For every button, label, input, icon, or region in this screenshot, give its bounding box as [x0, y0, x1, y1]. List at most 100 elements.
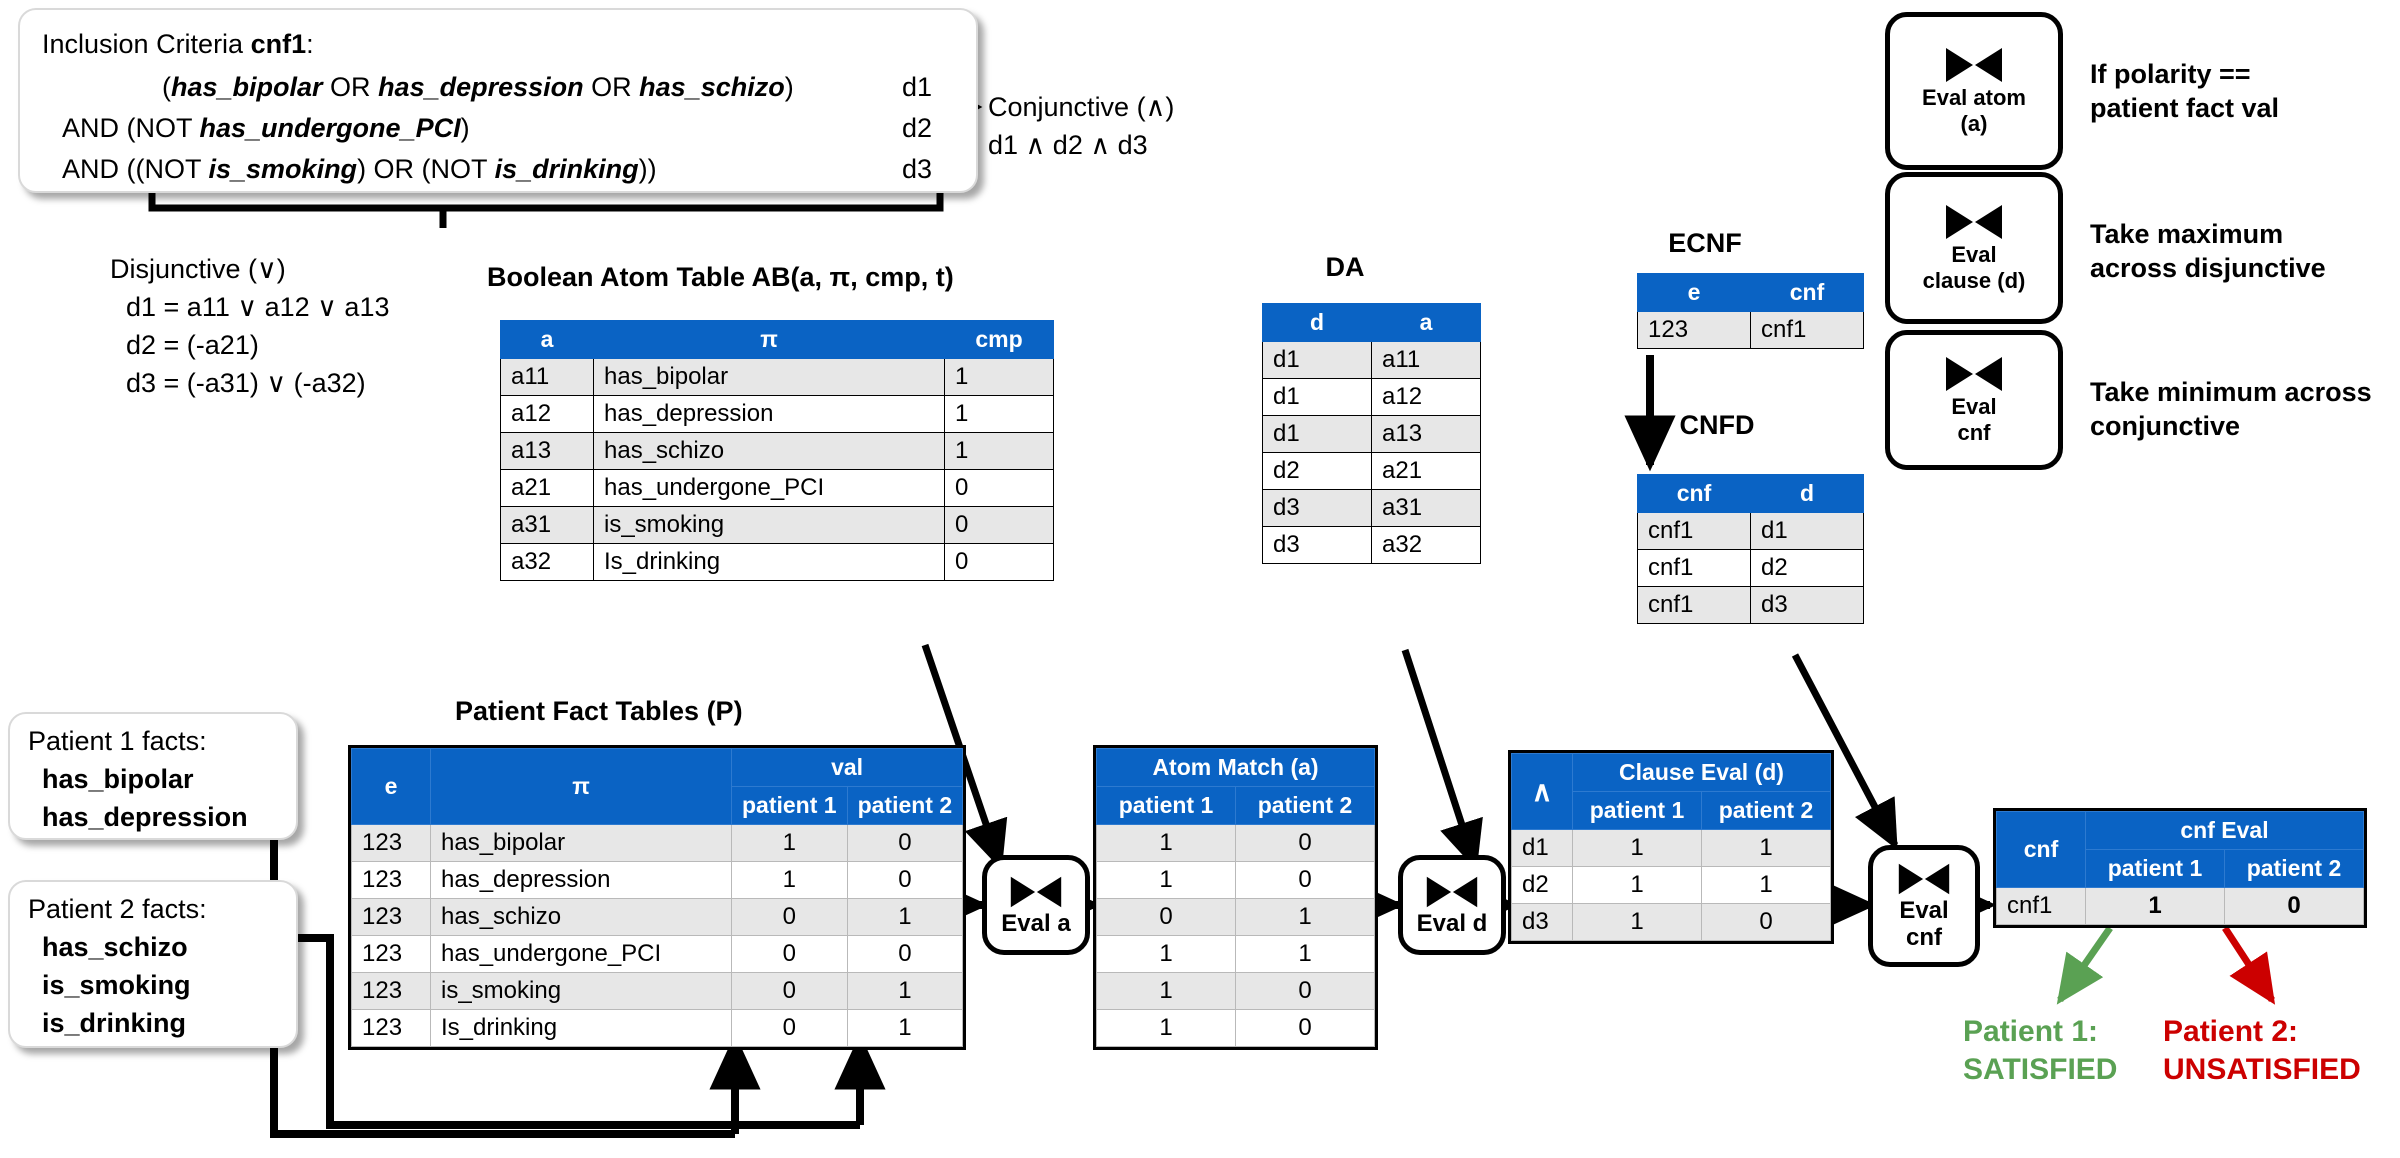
criteria-line-1: (has_bipolar OR has_depression OR has_sc…: [162, 72, 794, 102]
cell: 1: [944, 432, 1054, 470]
verdict-patient2-line1: Patient 2:: [2163, 1015, 2299, 1048]
legend-label-eval-cnf: Eval cnf: [1951, 394, 1997, 445]
cell: has_schizo: [593, 432, 945, 470]
ce-th-corner: ∧: [1511, 753, 1573, 830]
cell: d1: [1262, 378, 1372, 416]
cell: 1: [846, 1009, 964, 1047]
cell: 1: [1572, 829, 1702, 867]
cell: 1: [1096, 935, 1236, 973]
cell: 123: [351, 898, 431, 936]
cell: 0: [846, 861, 964, 899]
verdict-patient1-line2: SATISFIED: [1963, 1053, 2118, 1086]
cell: d2: [1750, 549, 1864, 587]
join-bowtie-icon: [1946, 357, 2002, 391]
eval-a-label: Eval a: [1001, 909, 1071, 937]
cell: 1: [1572, 903, 1702, 941]
cell: cnf1: [1637, 512, 1751, 550]
cell: 1: [2085, 887, 2225, 925]
disjunctive-note-line4: d3 = (-a31) ∨ (-a32): [126, 368, 366, 398]
criteria-tag-1: d1: [902, 72, 933, 102]
cn-th-corner: cnf: [1996, 811, 2086, 888]
legend-item-eval-atom: Eval atom (a): [1885, 12, 2063, 170]
join-bowtie-icon: [1010, 876, 1062, 907]
criteria-tag-2: d2: [902, 113, 933, 143]
cell: 1: [1096, 861, 1236, 899]
col-header-0: cnf: [1637, 474, 1751, 513]
conjunctive-note-line1: Conjunctive (∧): [988, 92, 1175, 122]
cell: cnf1: [1750, 311, 1864, 349]
cell: 0: [1235, 824, 1375, 862]
cell: a13: [1371, 415, 1481, 453]
pf-th-e: e: [351, 748, 431, 825]
eval-d-node[interactable]: Eval d: [1398, 855, 1506, 955]
legend-box-eval-cnf: Eval cnf: [1885, 330, 2063, 470]
join-bowtie-icon: [1426, 876, 1478, 907]
legend-item-eval-cnf: Eval cnf: [1885, 330, 2063, 470]
atom-match-header-row-2: patient 1 patient 2: [1096, 786, 1375, 825]
cell: has_schizo: [430, 898, 732, 936]
patient1-facts-callout: Patient 1 facts: has_bipolar has_depress…: [8, 712, 298, 840]
legend-label-eval-clause: Eval clause (d): [1922, 242, 2026, 293]
arrow-verdict-patient2: [2222, 926, 2276, 1005]
cell: 0: [846, 824, 964, 862]
ecnf-table-title: ECNF: [1668, 228, 1742, 258]
clause-eval-header-row-2: patient 1 patient 2: [1512, 791, 1831, 830]
cell: 0: [2224, 887, 2364, 925]
cell: a32: [1371, 526, 1481, 564]
cell: is_smoking: [430, 972, 732, 1010]
cell: 1: [731, 824, 848, 862]
cell: 1: [1096, 824, 1236, 862]
cell: d1: [1262, 415, 1372, 453]
cell: d2: [1262, 452, 1372, 490]
col-header-0: a: [500, 320, 594, 359]
cell: Is_drinking: [430, 1009, 732, 1047]
cell: 123: [1637, 311, 1751, 349]
cell: has_undergone_PCI: [593, 469, 945, 507]
col-header-1: π: [593, 320, 945, 359]
cnf-eval-header-row-2: patient 1 patient 2: [1997, 849, 2364, 888]
am-th-title: Atom Match (a): [1096, 748, 1375, 787]
atom-table-title: Boolean Atom Table AB(a, π, cmp, t): [487, 262, 954, 292]
cell: 123: [351, 935, 431, 973]
cell: d1: [1750, 512, 1864, 550]
eval-cnf-node[interactable]: Eval cnf: [1868, 845, 1980, 967]
cell: d1: [1511, 829, 1573, 867]
arrow-da-to-evald: [1401, 648, 1483, 871]
cell: a21: [1371, 452, 1481, 490]
eval-a-node[interactable]: Eval a: [982, 855, 1090, 955]
cell: 1: [1235, 935, 1375, 973]
cell: 1: [944, 358, 1054, 396]
cell: d3: [1511, 903, 1573, 941]
cell: has_bipolar: [430, 824, 732, 862]
col-header-2: cmp: [944, 320, 1054, 359]
patient2-fact-3: is_drinking: [42, 1008, 187, 1038]
patient-facts-header-row-1: e π val: [351, 748, 964, 825]
cell: d3: [1750, 586, 1864, 624]
verdict-patient1-line1: Patient 1:: [1963, 1015, 2099, 1048]
patient-facts-header-row-2: patient 1 patient 2: [352, 786, 964, 825]
eval-d-label: Eval d: [1416, 909, 1488, 937]
cell: a32: [500, 543, 594, 581]
patient-facts-title: Patient Fact Tables (P): [455, 696, 743, 726]
cell: 1: [1572, 866, 1702, 904]
